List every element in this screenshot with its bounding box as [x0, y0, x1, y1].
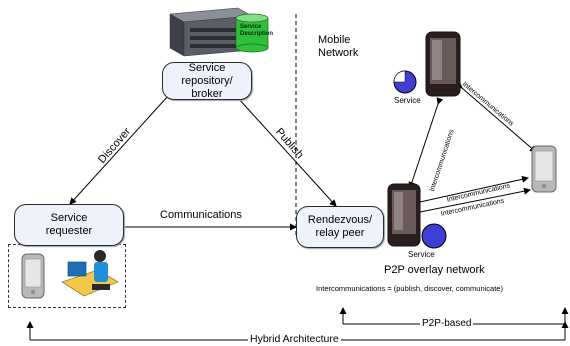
phone-icon [21, 253, 45, 299]
intercomm-arrow-right [455, 81, 537, 153]
mobile-network-label: Mobile Network [318, 34, 359, 59]
requester-box: Service requester [14, 204, 124, 246]
p2p-based-label: P2P-based [420, 317, 474, 330]
service-label-top: Service [394, 96, 421, 105]
phone-icon [531, 145, 557, 193]
publish-arrow [231, 91, 337, 207]
intercomm-definition: Intercommunications = (publish, discover… [316, 284, 503, 293]
service-circle-icon [393, 70, 417, 94]
intercomm-arrow-diag [408, 97, 444, 189]
rendezvous-box: Rendezvous/ relay peer [296, 206, 384, 248]
phone-icon [387, 183, 421, 247]
service-label-bottom: Service [408, 250, 435, 259]
service-circle-icon [421, 223, 447, 249]
server-icon [169, 7, 253, 57]
p2p-overlay-label: P2P overlay network [384, 264, 485, 276]
rendezvous-label: Rendezvous/ relay peer [307, 214, 373, 239]
intercomm-arrow-low [419, 187, 531, 213]
database-icon [235, 13, 269, 53]
requester-label: Service requester [45, 212, 93, 237]
broker-box: Service repository/ broker [162, 62, 252, 100]
server-description-label: Service Description [240, 24, 274, 37]
intercomm-arrow-mid [413, 175, 529, 207]
requester-devices-box [8, 244, 126, 308]
person-at-desk-icon [61, 250, 119, 297]
communications-label: Communications [160, 209, 242, 221]
hybrid-architecture-label: Hybrid Architecture [248, 333, 341, 346]
broker-label: Service repository/ broker [181, 61, 233, 100]
phone-icon [425, 31, 461, 97]
discover-arrow [69, 89, 175, 205]
